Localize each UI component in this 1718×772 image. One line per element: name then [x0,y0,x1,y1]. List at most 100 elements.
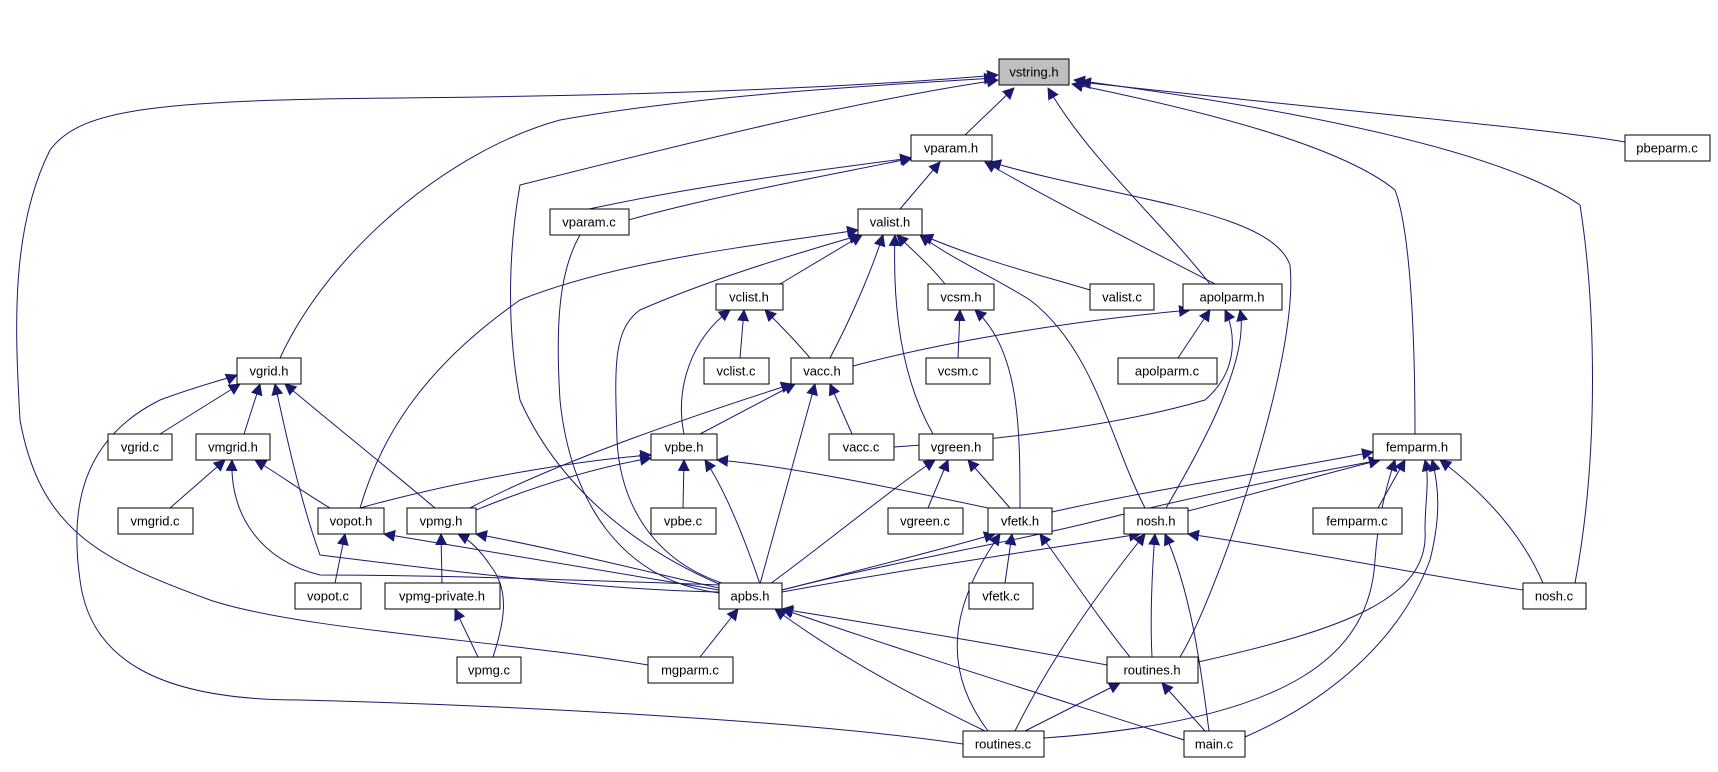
edge-vcsm-c-to-vcsm-h [953,309,966,359]
node-valist-c[interactable]: valist.c [1089,283,1155,311]
svg-text:vpmg.c: vpmg.c [468,663,510,678]
node-vcsm-h[interactable]: vcsm.h [927,283,995,311]
node-vgreen-h[interactable]: vgreen.h [918,433,994,461]
node-vpbe-h[interactable]: vpbe.h [650,433,718,461]
node-vclist-h[interactable]: vclist.h [715,283,784,311]
node-vfetk-h[interactable]: vfetk.h [987,507,1053,535]
node-vgrid-h[interactable]: vgrid.h [236,357,302,385]
node-vcsm-c[interactable]: vcsm.c [925,357,991,385]
edge-vopot-h-to-valist-h [359,225,859,509]
edge-vpmg-c-to-vpmg-private-h [454,608,479,658]
edge-nosh-c-to-femparm-h [1439,459,1544,584]
edge-femparm-c-to-femparm-h [1377,459,1406,509]
edge-apolparm-h-to-vparam-h [984,161,1216,285]
edge-mgparm-c-to-apbs-h [699,608,739,658]
edge-valist-h-to-vparam-h [899,161,941,210]
node-femparm-c[interactable]: femparm.c [1312,507,1403,535]
edge-routines-h-to-apbs-h [781,604,1108,666]
node-vacc-h[interactable]: vacc.h [790,357,854,385]
node-routines-c[interactable]: routines.c [962,730,1045,758]
node-vopot-c[interactable]: vopot.c [294,582,362,610]
node-apolparm-c[interactable]: apolparm.c [1117,357,1218,385]
node-vclist-c[interactable]: vclist.c [703,357,770,385]
node-vacc-c[interactable]: vacc.c [828,433,895,461]
node-apbs-h[interactable]: apbs.h [718,582,783,610]
svg-text:vparam.c: vparam.c [562,215,616,230]
node-routines-h[interactable]: routines.h [1106,656,1199,684]
edge-vacc-h-to-valist-h [829,234,886,359]
edge-routines-c-to-routines-h [1024,682,1121,732]
edge-apbs-h-to-vopot-h [383,529,720,591]
edge-vpmg-h-to-vacc-h [469,381,793,509]
node-mgparm-c[interactable]: mgparm.c [647,656,734,684]
edge-femparm-h-to-vstring-h [1071,80,1416,435]
node-vpmg-private-h[interactable]: vpmg-private.h [384,582,501,610]
node-vparam-h[interactable]: vparam.h [910,134,993,162]
svg-text:pbeparm.c: pbeparm.c [1636,141,1698,156]
edge-vclist-h-to-valist-h [779,234,863,285]
node-valist-h[interactable]: valist.h [857,208,923,236]
node-vgrid-c[interactable]: vgrid.c [107,433,173,461]
svg-text:vpmg-private.h: vpmg-private.h [399,589,485,604]
edge-apbs-h-to-vpbe-h [704,459,761,585]
edge-apbs-h-to-vacc-h [759,383,818,585]
svg-text:vfetk.c: vfetk.c [982,589,1020,604]
edge-routines-c-to-vfetk-h [956,533,1001,732]
node-apolparm-h[interactable]: apolparm.h [1182,283,1283,311]
svg-text:valist.c: valist.c [1102,290,1142,305]
svg-text:valist.h: valist.h [870,215,910,230]
svg-text:femparm.c: femparm.c [1326,514,1388,529]
edge-apbs-h-to-femparm-h [781,456,1381,591]
edge-apbs-h-to-vfetk-h [781,531,996,591]
edge-routines-c-to-apbs-h [774,608,986,732]
svg-text:femparm.h: femparm.h [1386,440,1448,455]
node-vpmg-c[interactable]: vpmg.c [456,656,522,684]
edge-main-c-to-femparm-h [1244,459,1441,738]
node-vfetk-c[interactable]: vfetk.c [968,582,1034,610]
node-main-c[interactable]: main.c [1183,730,1246,758]
edge-vfetk-c-to-vfetk-h [1004,533,1017,584]
svg-text:vgreen.h: vgreen.h [931,440,982,455]
edge-apbs-h-to-vpmg-h [475,530,720,589]
edge-apbs-h-to-vparam-h [557,154,913,594]
edge-vacc-c-to-vacc-h [828,383,853,435]
svg-text:apolparm.c: apolparm.c [1135,364,1200,379]
svg-text:apolparm.h: apolparm.h [1199,290,1264,305]
svg-text:vopot.h: vopot.h [330,514,373,529]
edge-vpbe-h-to-vacc-h [699,383,796,435]
edge-vpmg-h-to-vpbe-h [475,453,652,511]
node-vpmg-h[interactable]: vpmg.h [406,507,477,535]
edge-vopot-h-to-vpbe-h [359,449,652,509]
edge-vfetk-h-to-vgreen-h [967,459,1011,509]
node-vstring-h[interactable]: vstring.h [998,58,1070,86]
node-vmgrid-h[interactable]: vmgrid.h [195,433,271,461]
node-femparm-h[interactable]: femparm.h [1372,433,1462,461]
node-vpbe-c[interactable]: vpbe.c [650,507,717,535]
edge-vpmg-c-to-vpmg-h [457,533,504,658]
node-pbeparm-c[interactable]: pbeparm.c [1624,134,1711,162]
svg-text:vstring.h: vstring.h [1009,65,1058,80]
edge-routines-h-to-vparam-h [989,159,1292,658]
svg-text:vopot.c: vopot.c [307,589,349,604]
node-vparam-c[interactable]: vparam.c [549,208,630,236]
edge-apbs-h-to-vstring-h [510,75,999,585]
edge-vmgrid-c-to-vmgrid-h [169,459,226,509]
edge-apolparm-c-to-apolparm-h [1177,309,1211,359]
node-vgreen-c[interactable]: vgreen.c [887,507,964,535]
edge-apbs-h-to-valist-h [615,232,861,585]
node-nosh-c[interactable]: nosh.c [1522,582,1587,610]
node-vopot-h[interactable]: vopot.h [317,507,385,535]
edge-nosh-h-to-femparm-h [1187,456,1381,512]
svg-text:main.c: main.c [1195,737,1234,752]
edge-apbs-h-to-vgreen-h [769,459,936,585]
edge-routines-h-to-nosh-h [1148,533,1161,658]
edge-vmgrid-h-to-vgrid-h [243,383,263,435]
node-vmgrid-c[interactable]: vmgrid.c [117,507,194,535]
node-nosh-h[interactable]: nosh.h [1123,507,1189,535]
svg-text:vgrid.h: vgrid.h [249,364,288,379]
edge-nosh-h-to-apolparm-h [1165,309,1249,509]
svg-text:vmgrid.h: vmgrid.h [208,440,258,455]
edge-apbs-h-to-vgrid-h [271,383,720,593]
edge-apbs-h-to-nosh-h [781,529,1141,593]
